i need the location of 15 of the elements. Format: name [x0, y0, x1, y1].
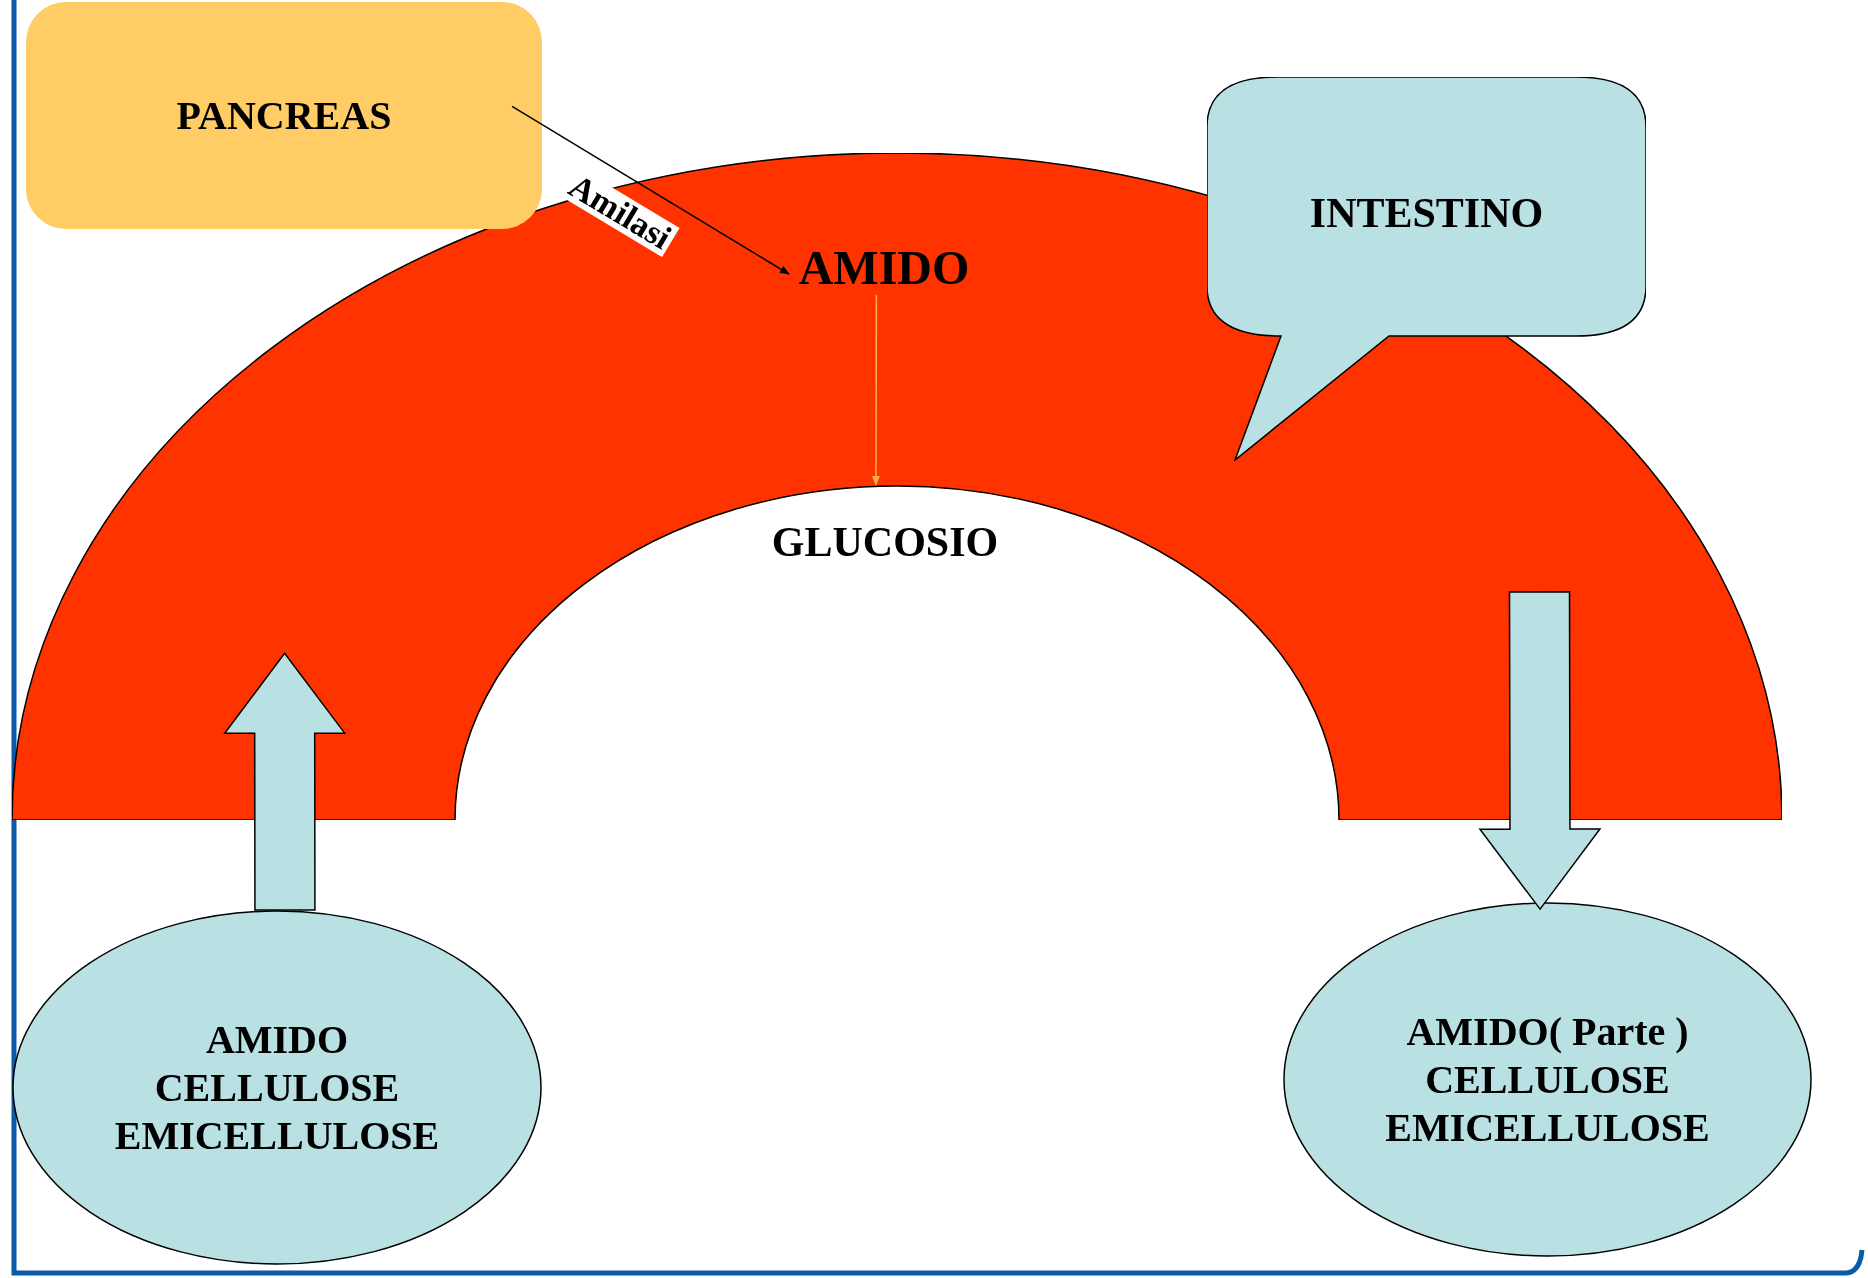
node-text: AMIDO — [789, 240, 979, 295]
block-arrow — [223, 652, 347, 911]
node-label: INTESTINO — [1309, 189, 1544, 238]
node-label: CELLULOSE — [154, 1063, 400, 1112]
node-label: EMICELLULOSE — [114, 1111, 440, 1160]
organ-box — [26, 2, 542, 229]
node-label: AMIDO( Parte ) — [1406, 1007, 1689, 1056]
node-label: AMIDO — [205, 1015, 349, 1064]
block-arrow — [1478, 591, 1602, 911]
arrow — [511, 105, 790, 275]
node-label: EMICELLULOSE — [1385, 1103, 1710, 1152]
node-label: CELLULOSE — [1425, 1055, 1670, 1104]
node-label: PANCREAS — [176, 91, 392, 140]
arrow — [871, 294, 880, 486]
node-text: GLUCOSIO — [755, 515, 1015, 570]
